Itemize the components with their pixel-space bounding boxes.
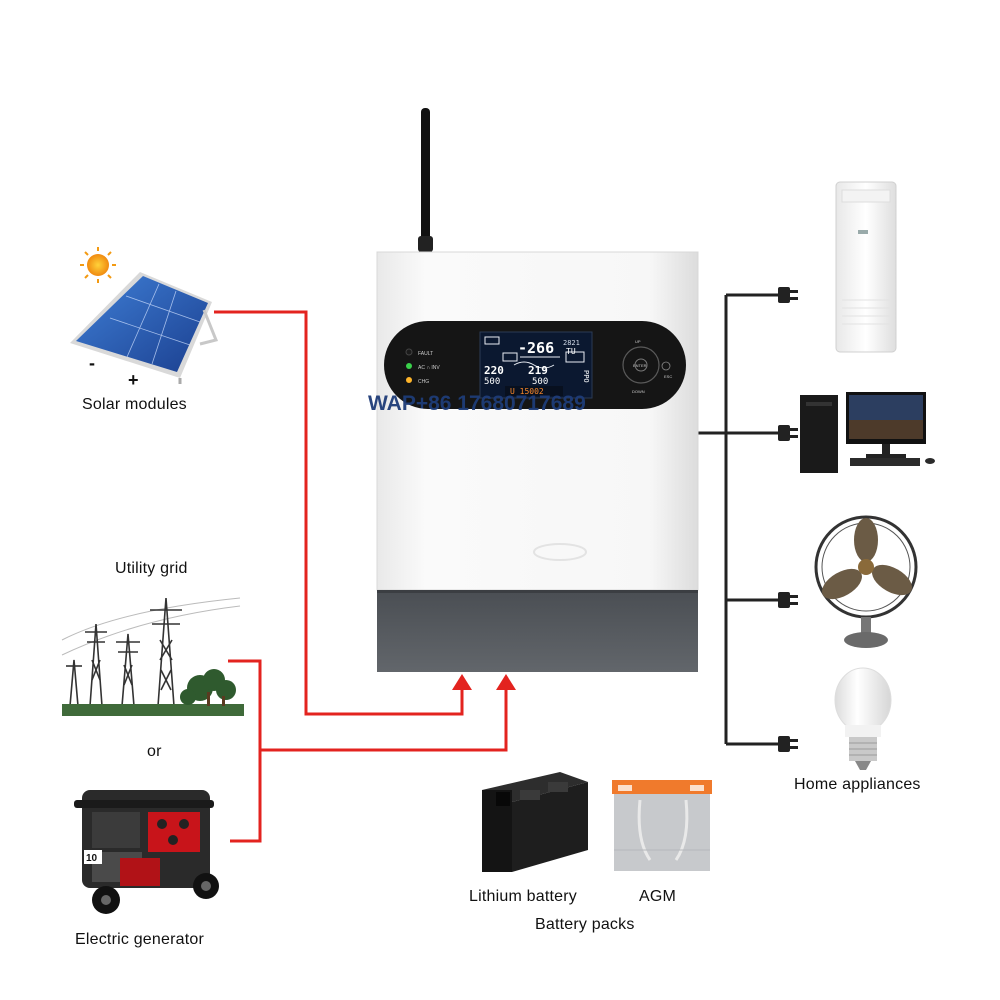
sun-icon: [80, 247, 116, 283]
solar-arrowhead: [452, 674, 472, 690]
lithium-battery-illustration: [482, 772, 588, 872]
air-conditioner-illustration: [835, 181, 897, 353]
contact-watermark: WAP+86 17680717689: [368, 392, 586, 415]
plug-icons: [778, 287, 798, 752]
lcd-top-unit: TU: [566, 347, 576, 356]
lcd-mid-upper: 219: [528, 364, 548, 377]
or-label: or: [147, 743, 162, 760]
electric-generator-illustration: 10: [74, 790, 219, 914]
solar-wire: [214, 310, 464, 716]
fault-label: FAULT: [418, 351, 433, 357]
solar-plus-label: +: [128, 370, 139, 390]
up-button-label: UP: [635, 339, 641, 344]
lcd-icons: [484, 336, 585, 369]
lithium-battery-label: Lithium battery: [469, 888, 577, 905]
fault-led: [405, 348, 413, 356]
lcd-right-vertical: PPO: [582, 370, 590, 383]
agm-battery-illustration: [612, 780, 712, 871]
esc-icon: [661, 361, 671, 371]
solar-minus-label: -: [89, 353, 96, 373]
lcd-left-upper: 220: [484, 364, 504, 377]
solar-modules-label: Solar modules: [82, 396, 187, 413]
chg-label: CHG: [418, 379, 429, 385]
inverter: FAULT AC ∩ INV CHG -266 2821 TU 220 500 …: [376, 108, 699, 672]
lcd-mid-lower: 500: [532, 377, 548, 387]
output-wires: [698, 293, 780, 746]
lcd-top-right: 2821: [563, 339, 580, 347]
nav-dial: [622, 346, 660, 384]
utility-grid-illustration: [61, 597, 244, 716]
electric-generator-label: Electric generator: [75, 931, 204, 948]
agm-label: AGM: [639, 888, 677, 905]
fan-illustration: [814, 515, 918, 648]
lcd-top-value: -266: [518, 339, 554, 357]
esc-button-label: ESC: [664, 374, 672, 379]
grid-arrowhead: [496, 674, 516, 690]
antenna-icon: [421, 108, 430, 242]
computer-illustration: [800, 392, 935, 473]
enter-button-label: ENTER: [633, 363, 647, 368]
down-button-label: DOWN: [632, 389, 645, 394]
utility-grid-label: Utility grid: [115, 560, 188, 577]
lcd-left-lower: 500: [484, 377, 500, 387]
lcd-bottom: U 15002: [510, 387, 544, 396]
ac-inv-label: AC ∩ INV: [418, 365, 440, 371]
ac-inv-led: [406, 363, 412, 369]
solar-panel-illustration: [70, 247, 219, 384]
battery-packs-label: Battery packs: [535, 916, 635, 933]
generator-badge-text: 10: [86, 853, 98, 864]
light-bulb-illustration: [834, 667, 892, 770]
input-wires: [214, 310, 508, 843]
generator-badge: [84, 850, 102, 864]
chg-led: [406, 377, 412, 383]
home-appliances-label: Home appliances: [794, 776, 921, 793]
grid-to-inverter-wire: [260, 690, 508, 752]
